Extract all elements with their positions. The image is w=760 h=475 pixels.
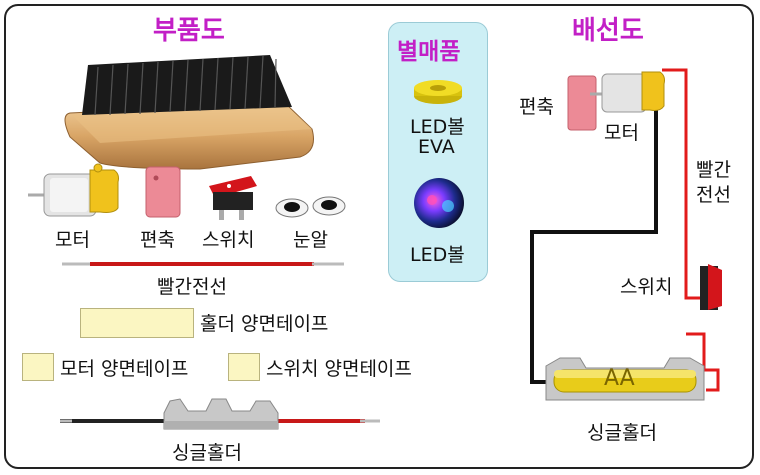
eva-label-line1: LED볼 xyxy=(410,116,465,138)
wiring-red-wire-label-line2: 전선 xyxy=(696,184,731,206)
eva-led-ball-image xyxy=(414,80,462,104)
led-ball-label: LED볼 xyxy=(410,244,465,266)
holder-tape-label: 홀더 양면테이프 xyxy=(200,313,329,335)
eva-label-line2: EVA xyxy=(418,136,455,158)
switch-label: 스위치 xyxy=(202,229,255,251)
motor-label: 모터 xyxy=(55,229,90,251)
holder-tape-image xyxy=(80,308,194,338)
wiring-holder-image xyxy=(545,357,705,401)
eccentric-part-image xyxy=(145,166,181,218)
red-wire-label: 빨간전선 xyxy=(157,276,227,298)
switch-tape-label: 스위치 양면테이프 xyxy=(266,358,412,380)
wiring-eccentric-image xyxy=(567,75,597,131)
wiring-eccentric-label: 편축 xyxy=(519,96,554,118)
brush-image xyxy=(64,55,314,170)
single-holder-part-image xyxy=(60,398,380,430)
single-holder-label: 싱글홀더 xyxy=(172,442,242,464)
extra-items-panel xyxy=(388,22,488,282)
switch-part-image xyxy=(209,176,257,220)
led-ball-image xyxy=(414,178,464,228)
wiring-holder-label: 싱글홀더 xyxy=(587,422,657,444)
wiring-red-wire-label-line1: 빨간 xyxy=(696,159,731,181)
battery-label: AA xyxy=(604,366,635,391)
motor-tape-label: 모터 양면테이프 xyxy=(60,358,189,380)
eyes-part-image xyxy=(275,196,346,218)
wiring-motor-label: 모터 xyxy=(604,122,639,144)
motor-tape-image xyxy=(22,353,54,381)
wiring-switch-image xyxy=(700,264,722,310)
wiring-wires xyxy=(530,68,720,392)
motor-part-image xyxy=(28,163,119,217)
extra-items-title: 별매품 xyxy=(397,39,461,65)
parts-title: 부품도 xyxy=(153,16,225,46)
switch-tape-image xyxy=(228,353,260,381)
wiring-motor-image xyxy=(590,71,665,113)
eccentric-label: 편축 xyxy=(140,229,175,251)
wiring-title: 배선도 xyxy=(572,16,644,46)
red-wire-part-image xyxy=(62,262,344,266)
eyes-label: 눈알 xyxy=(293,229,328,251)
wiring-switch-label: 스위치 xyxy=(620,276,673,298)
